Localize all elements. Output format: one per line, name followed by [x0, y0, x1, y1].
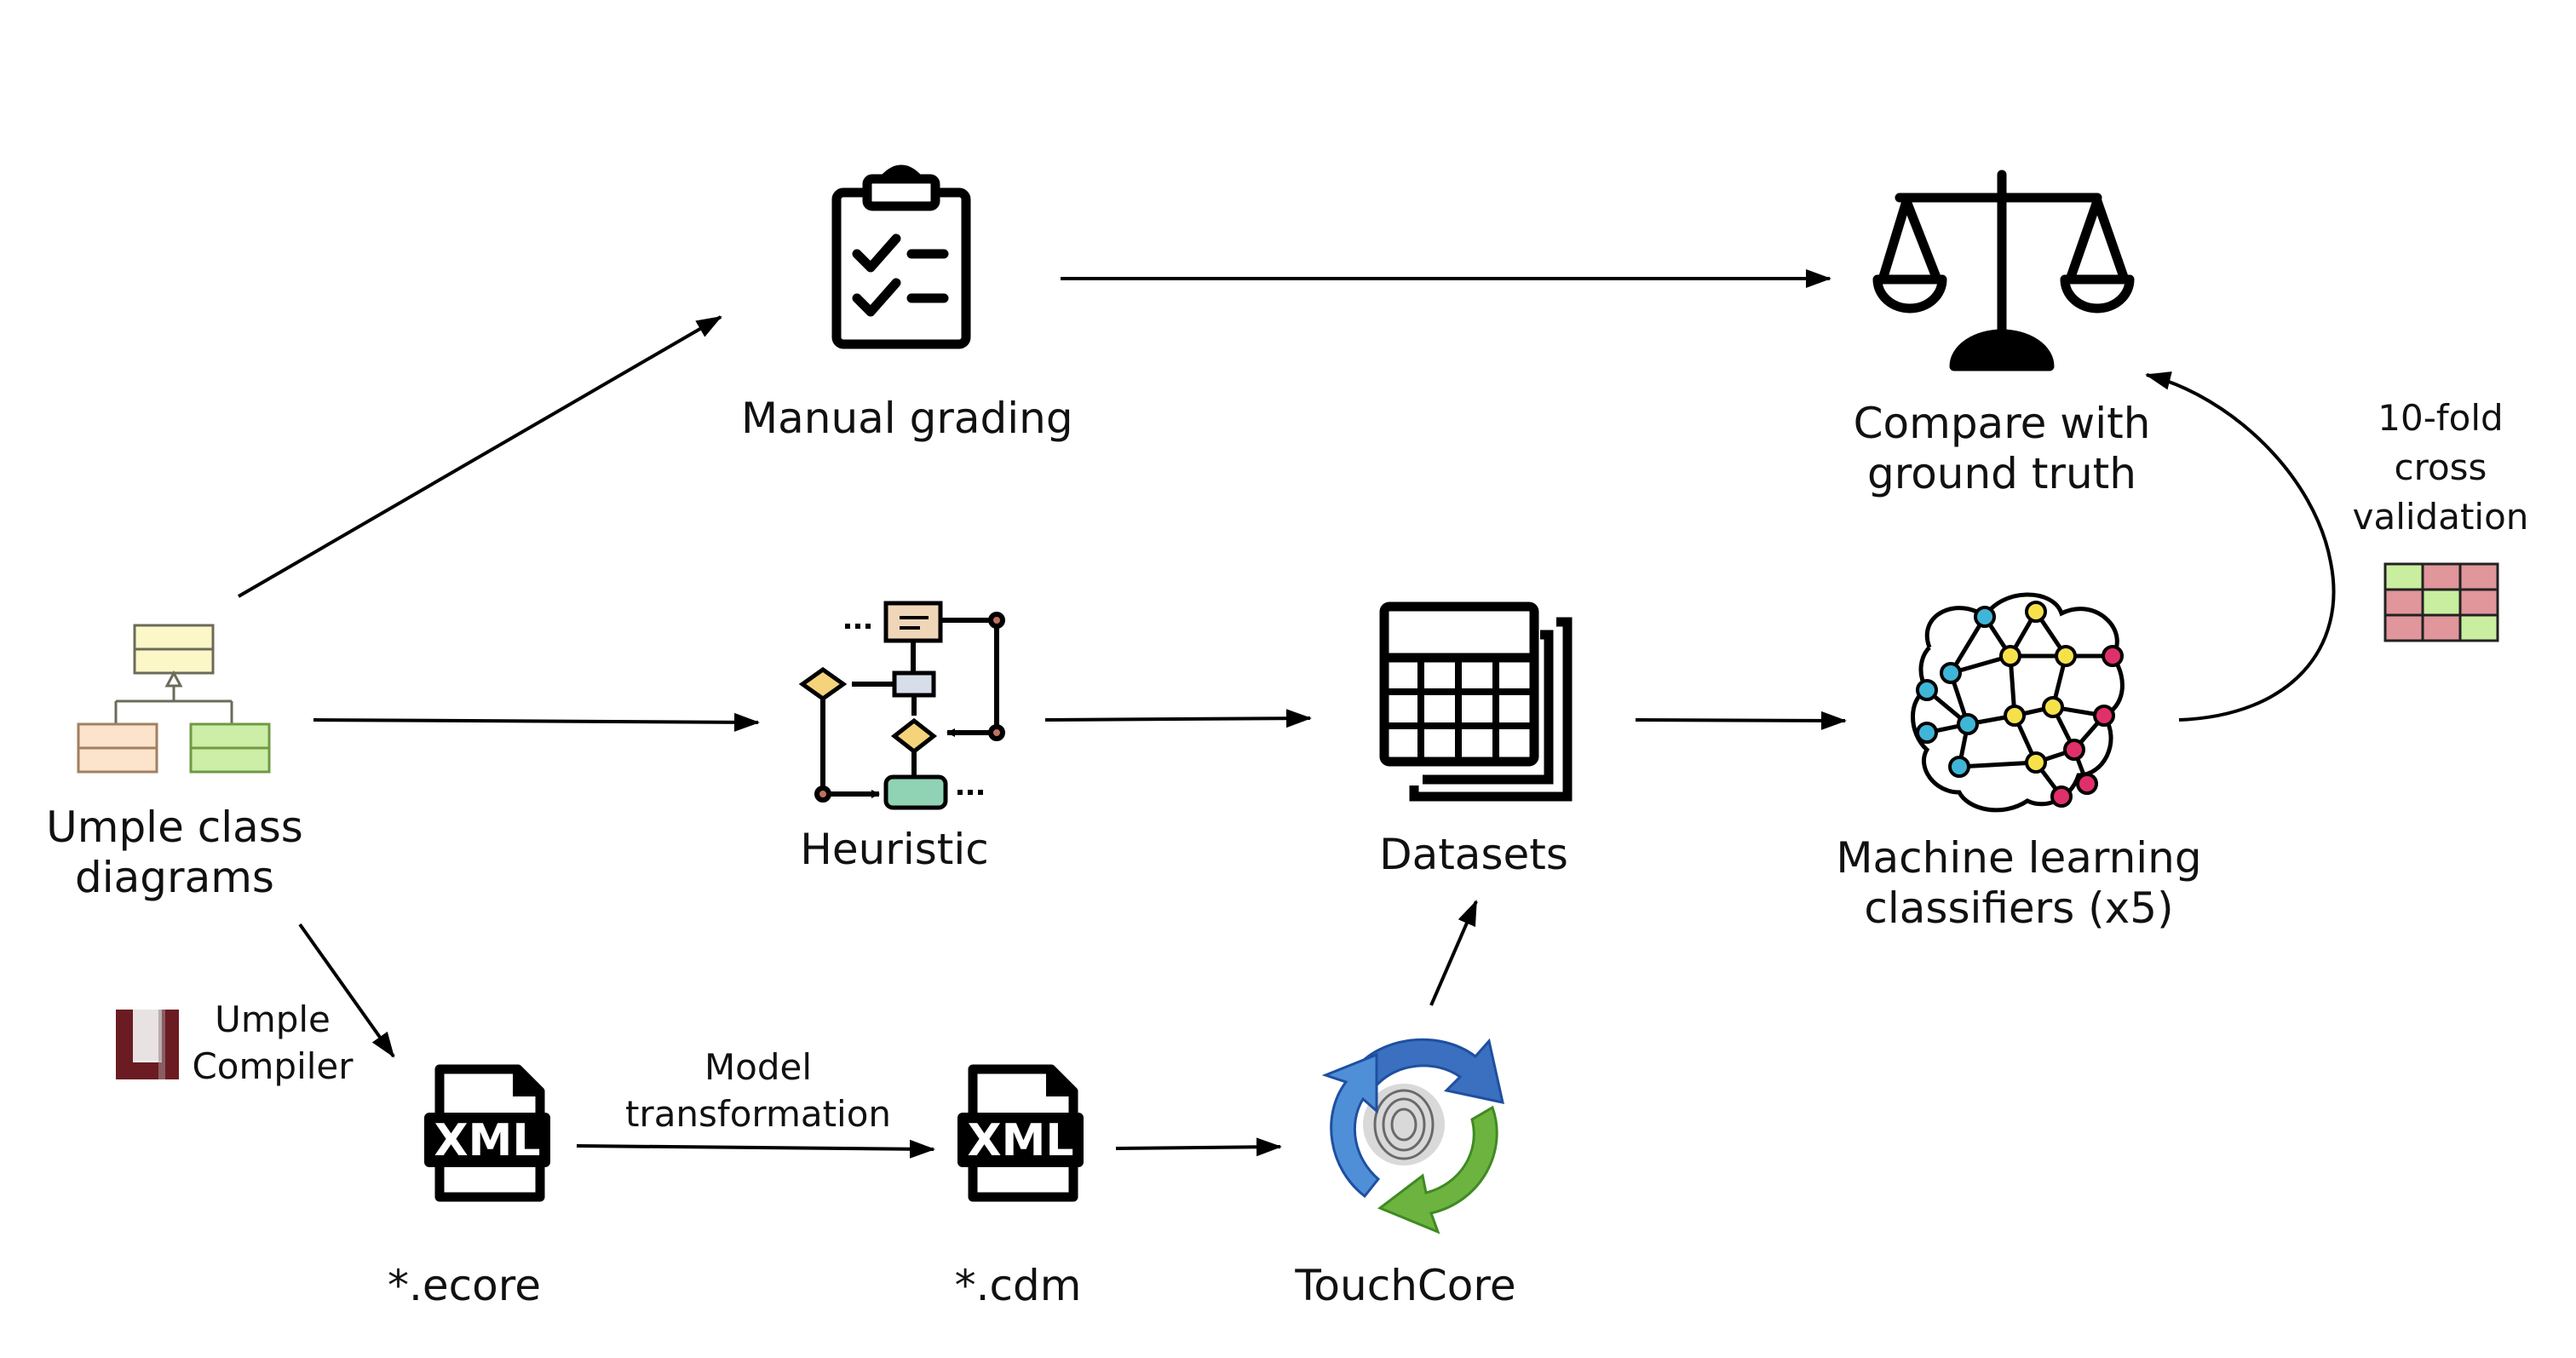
compare-line-2: ground truth — [1867, 448, 2136, 498]
model-transformation-label: Model transformation — [613, 1044, 903, 1137]
neural-network-brain-icon — [1911, 592, 2125, 813]
cv-line-3: validation — [2352, 495, 2529, 538]
compiler-line-2: Compiler — [192, 1044, 354, 1087]
arrow-ml-to-compare — [2145, 371, 2336, 722]
xml-file-icon-cdm: XML — [957, 1064, 1084, 1202]
compare-line-1: Compare with — [1853, 399, 2151, 448]
balance-scale-icon — [1872, 170, 2135, 371]
umple-logo-icon — [116, 1010, 179, 1079]
touchcore-logo-icon — [1321, 1038, 1504, 1234]
ml-line-1: Machine learning — [1836, 833, 2202, 883]
cross-validation-label: 10-fold cross validation — [2334, 394, 2547, 542]
arrow-ecore-to-cdm — [576, 1139, 935, 1159]
cv-line-1: 10-fold — [2378, 397, 2504, 439]
cv-line-2: cross — [2394, 446, 2487, 488]
heuristic-label: Heuristic — [800, 825, 989, 874]
arrow-cdm-to-touchcore — [1115, 1137, 1282, 1157]
ml-classifiers-label: Machine learning classifiers (x5) — [1806, 833, 2232, 933]
arrows — [237, 269, 2336, 1159]
datasets-icon — [1379, 601, 1573, 802]
cdm-label: *.cdm — [954, 1261, 1082, 1310]
clipboard-checklist-icon — [831, 164, 971, 349]
umple-line-2: diagrams — [75, 852, 274, 902]
flowchart-icon — [798, 601, 1005, 810]
touchcore-label: TouchCore — [1295, 1261, 1516, 1310]
arrow-heuristic-to-datasets — [1044, 709, 1312, 728]
arrow-umple-to-ecore — [298, 923, 395, 1058]
arrow-umple-to-heuristic — [313, 712, 760, 732]
transformation-line-2: transformation — [624, 1092, 892, 1135]
xml-label-cdm: XML — [968, 1115, 1074, 1166]
arrow-datasets-to-ml — [1635, 711, 1847, 730]
umple-compiler-label: Umple Compiler — [187, 997, 358, 1090]
transformation-line-1: Model — [704, 1046, 813, 1088]
cross-validation-grid-icon — [2383, 562, 2499, 642]
compare-ground-truth-label: Compare with ground truth — [1823, 399, 2181, 498]
datasets-label: Datasets — [1379, 830, 1568, 879]
uml-class-diagram-icon — [77, 624, 271, 774]
compiler-line-1: Umple — [215, 998, 331, 1040]
arrow-umple-to-manual — [237, 315, 722, 598]
umple-line-1: Umple class — [46, 803, 303, 852]
xml-file-icon-ecore: XML — [424, 1064, 550, 1202]
ml-line-2: classifiers (x5) — [1864, 883, 2174, 933]
ecore-label: *.ecore — [388, 1261, 541, 1310]
manual-grading-label: Manual grading — [741, 394, 1073, 443]
arrow-touchcore-to-datasets — [1429, 900, 1478, 1006]
umple-class-diagrams-label: Umple class diagrams — [26, 803, 324, 902]
xml-label-ecore: XML — [434, 1115, 541, 1166]
